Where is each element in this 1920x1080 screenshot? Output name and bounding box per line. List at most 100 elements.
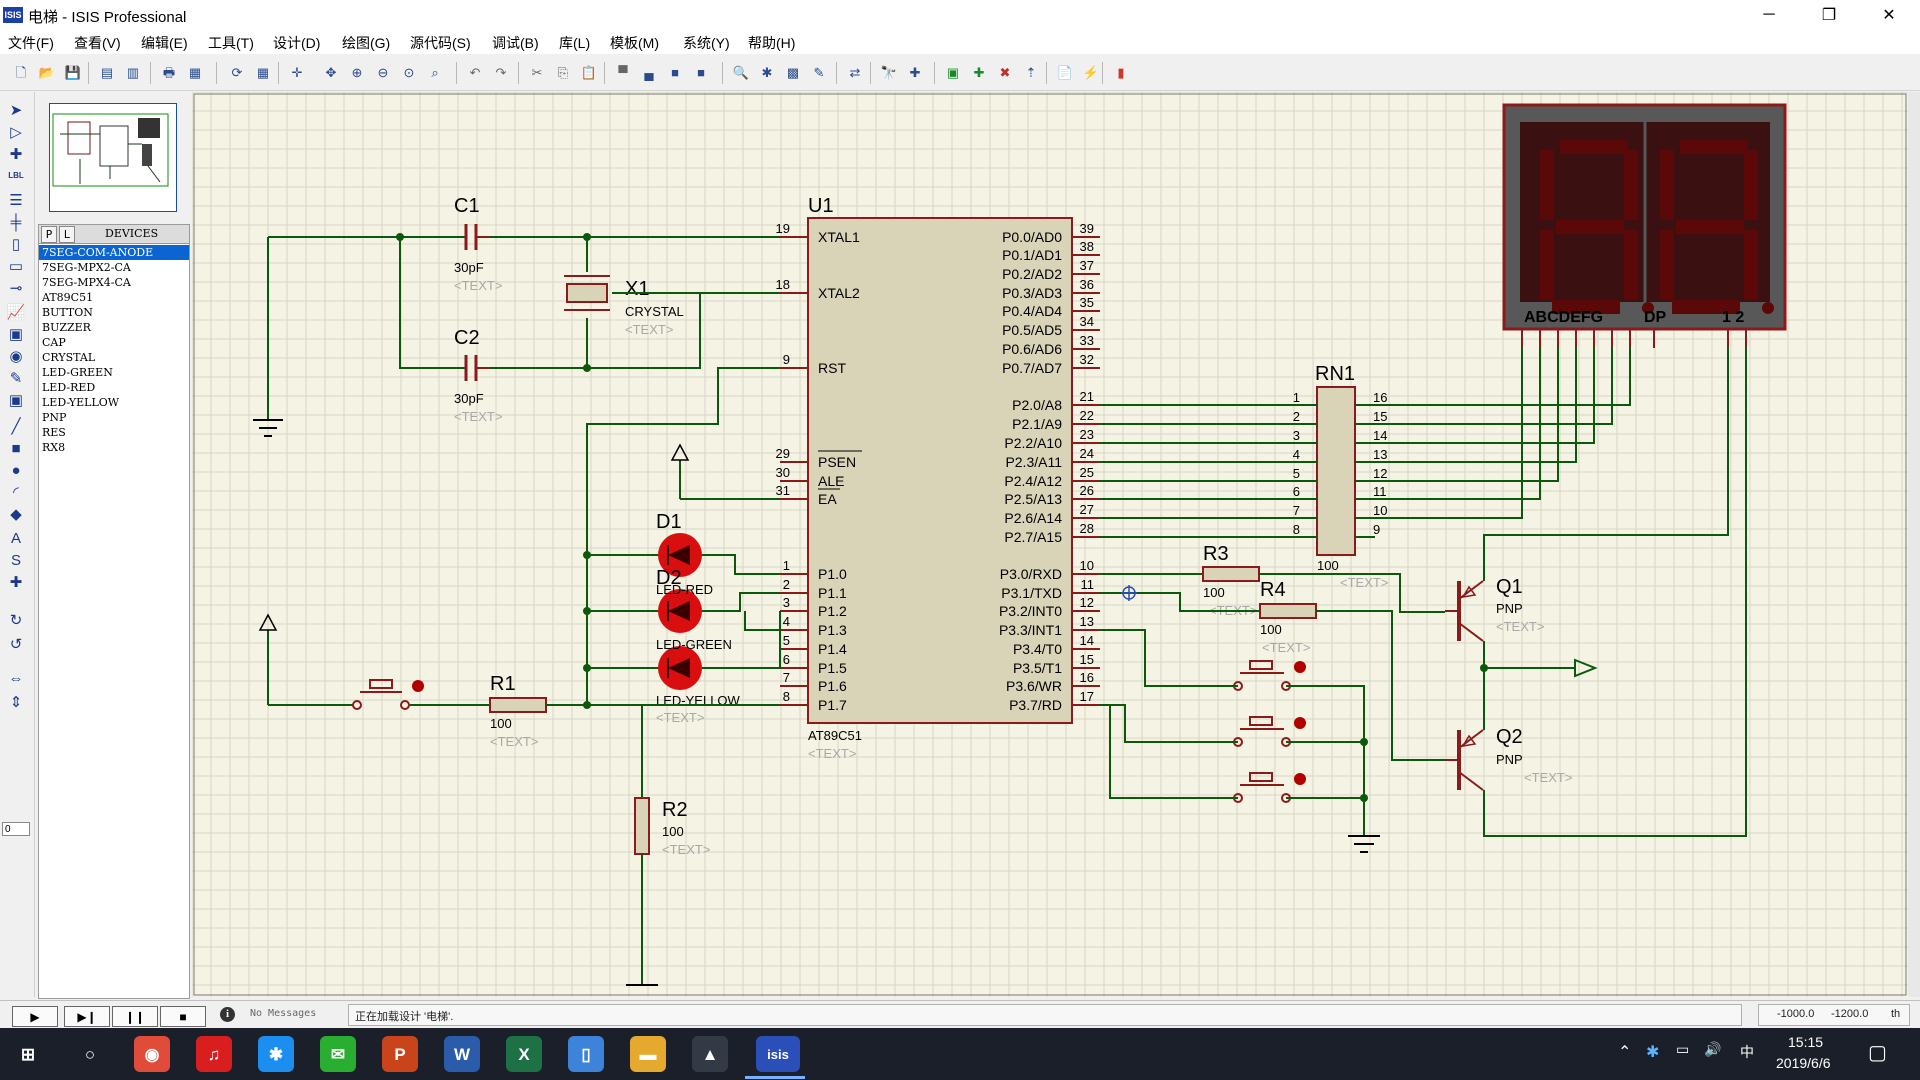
origin-icon[interactable]: ✛: [291, 64, 303, 80]
wire[interactable]: [490, 292, 780, 369]
wire[interactable]: [399, 237, 466, 369]
component-mode-icon[interactable]: ▷: [10, 123, 22, 141]
notebook-icon[interactable]: ▯: [568, 1036, 604, 1072]
marker-icon[interactable]: ✚: [9, 573, 23, 591]
remove-sheet-icon[interactable]: ✖: [999, 64, 1011, 80]
wire[interactable]: [1355, 330, 1559, 482]
device-list-item[interactable]: 7SEG-MPX4-CA: [42, 276, 131, 289]
windows-start-icon[interactable]: ⊞: [10, 1036, 46, 1072]
clock-time[interactable]: 15:15: [1788, 1034, 1824, 1050]
rotation-field[interactable]: 0: [2, 822, 30, 836]
maximize-button[interactable]: ❐: [1821, 7, 1837, 24]
virtual-instruments-icon[interactable]: ▣: [8, 391, 24, 409]
wire[interactable]: [1355, 330, 1577, 463]
rotate-cw-icon[interactable]: ↻: [9, 611, 23, 629]
pick-device-icon[interactable]: 🔍: [732, 64, 750, 80]
export-section-icon[interactable]: ▥: [126, 64, 140, 80]
zoom-out-icon[interactable]: ⊖: [377, 64, 389, 80]
step-simulation-button[interactable]: ▶❙: [64, 1006, 110, 1027]
zoom-all-icon[interactable]: ⊙: [403, 64, 415, 80]
pan-icon[interactable]: ✥: [325, 64, 337, 80]
tape-recorder-icon[interactable]: ▣: [8, 325, 24, 343]
zoom-area-icon[interactable]: ⌕: [431, 64, 439, 80]
wire[interactable]: [1316, 610, 1445, 761]
device-list-item[interactable]: RX8: [42, 441, 66, 454]
file-explorer-icon[interactable]: ▬: [630, 1036, 666, 1072]
tray-overflow-icon[interactable]: ⌃: [1618, 1044, 1632, 1061]
menu-item[interactable]: 帮助(H): [748, 35, 796, 51]
overview-window[interactable]: [49, 103, 177, 212]
redraw-icon[interactable]: ⟳: [231, 64, 243, 80]
menu-item[interactable]: 模板(M): [610, 35, 659, 51]
new-file-icon[interactable]: 🗋: [15, 64, 27, 80]
chrome-icon[interactable]: ◉: [134, 1036, 170, 1072]
button-cap[interactable]: [369, 679, 393, 689]
x1-body[interactable]: [566, 283, 608, 303]
add-sheet-icon[interactable]: ✚: [973, 64, 985, 80]
graph-icon[interactable]: 📈: [6, 303, 26, 321]
paste-icon[interactable]: 📋: [580, 64, 598, 80]
undo-icon[interactable]: ↶: [469, 64, 481, 80]
print-area-icon[interactable]: ▦: [188, 64, 202, 80]
new-sheet-icon[interactable]: ▣: [946, 64, 960, 80]
wire[interactable]: [586, 367, 780, 705]
selection-mode-icon[interactable]: ➤: [9, 101, 23, 119]
r1-body[interactable]: [489, 697, 547, 713]
tray-app-icon[interactable]: ✱: [1646, 1044, 1660, 1061]
erc-icon[interactable]: ⚡: [1082, 64, 1100, 80]
device-list-item[interactable]: PNP: [42, 411, 67, 424]
device-list-item[interactable]: 7SEG-MPX2-CA: [42, 261, 131, 274]
bom-icon[interactable]: 📄: [1056, 64, 1074, 80]
tencent-app-icon[interactable]: ✱: [258, 1036, 294, 1072]
search-tag-icon[interactable]: 🔭: [880, 64, 898, 80]
pick-devices-button[interactable]: P: [41, 226, 57, 243]
junction-dot-icon[interactable]: ✚: [9, 145, 23, 163]
clock-date[interactable]: 2019/6/6: [1776, 1055, 1831, 1071]
cut-icon[interactable]: ✂: [531, 64, 543, 80]
library-manager-button[interactable]: L: [59, 226, 75, 243]
wire[interactable]: [1259, 573, 1445, 613]
device-list-item[interactable]: AT89C51: [42, 291, 94, 304]
make-device-icon[interactable]: ✱: [761, 64, 773, 80]
r4-body[interactable]: [1259, 603, 1317, 619]
import-section-icon[interactable]: ▤: [100, 64, 114, 80]
menu-item[interactable]: 调试(B): [492, 35, 539, 51]
symbol-icon[interactable]: S: [10, 551, 21, 569]
menu-item[interactable]: 设计(D): [273, 35, 321, 51]
netease-music-icon[interactable]: ♫: [196, 1036, 232, 1072]
open-folder-icon[interactable]: 📂: [38, 64, 56, 80]
wire[interactable]: [1100, 629, 1238, 687]
minimize-button[interactable]: ─: [1763, 6, 1775, 23]
grid-icon[interactable]: ▦: [256, 64, 270, 80]
terminals-icon[interactable]: ▭: [8, 257, 24, 275]
wire-label-icon[interactable]: LBL: [8, 171, 24, 180]
property-assign-icon[interactable]: ✚: [909, 64, 921, 80]
menu-item[interactable]: 工具(T): [208, 35, 254, 51]
wire[interactable]: [1355, 330, 1595, 444]
wechat-icon[interactable]: ✉: [320, 1036, 356, 1072]
line-icon[interactable]: ╱: [11, 417, 21, 435]
device-list-item[interactable]: BUZZER: [42, 321, 91, 334]
wire[interactable]: [1100, 592, 1260, 612]
powerpoint-icon[interactable]: P: [382, 1036, 418, 1072]
rn1-body[interactable]: [1316, 386, 1356, 556]
block-move-icon[interactable]: ▄: [644, 64, 654, 80]
device-list-item[interactable]: RES: [42, 426, 66, 439]
ares-netlist-icon[interactable]: ▮: [1117, 64, 1125, 80]
text-icon[interactable]: A: [10, 529, 21, 547]
print-icon[interactable]: 🖶: [162, 64, 176, 80]
notification-center-icon[interactable]: ▢: [1868, 1042, 1887, 1064]
menu-item[interactable]: 源代码(S): [410, 35, 471, 51]
block-delete-icon[interactable]: ■: [697, 64, 705, 80]
rotate-ccw-icon[interactable]: ↺: [9, 635, 23, 653]
menu-item[interactable]: 库(L): [559, 35, 591, 51]
volume-icon[interactable]: 🔊: [1704, 1041, 1722, 1057]
menu-item[interactable]: 编辑(E): [141, 35, 188, 51]
wire[interactable]: [1483, 348, 1729, 560]
pause-simulation-button[interactable]: ❙❙: [112, 1006, 158, 1027]
voltage-probe-icon[interactable]: ✎: [9, 369, 23, 387]
wire[interactable]: [744, 611, 780, 631]
package-icon[interactable]: ▩: [786, 64, 800, 80]
close-button[interactable]: ✕: [1882, 7, 1896, 24]
